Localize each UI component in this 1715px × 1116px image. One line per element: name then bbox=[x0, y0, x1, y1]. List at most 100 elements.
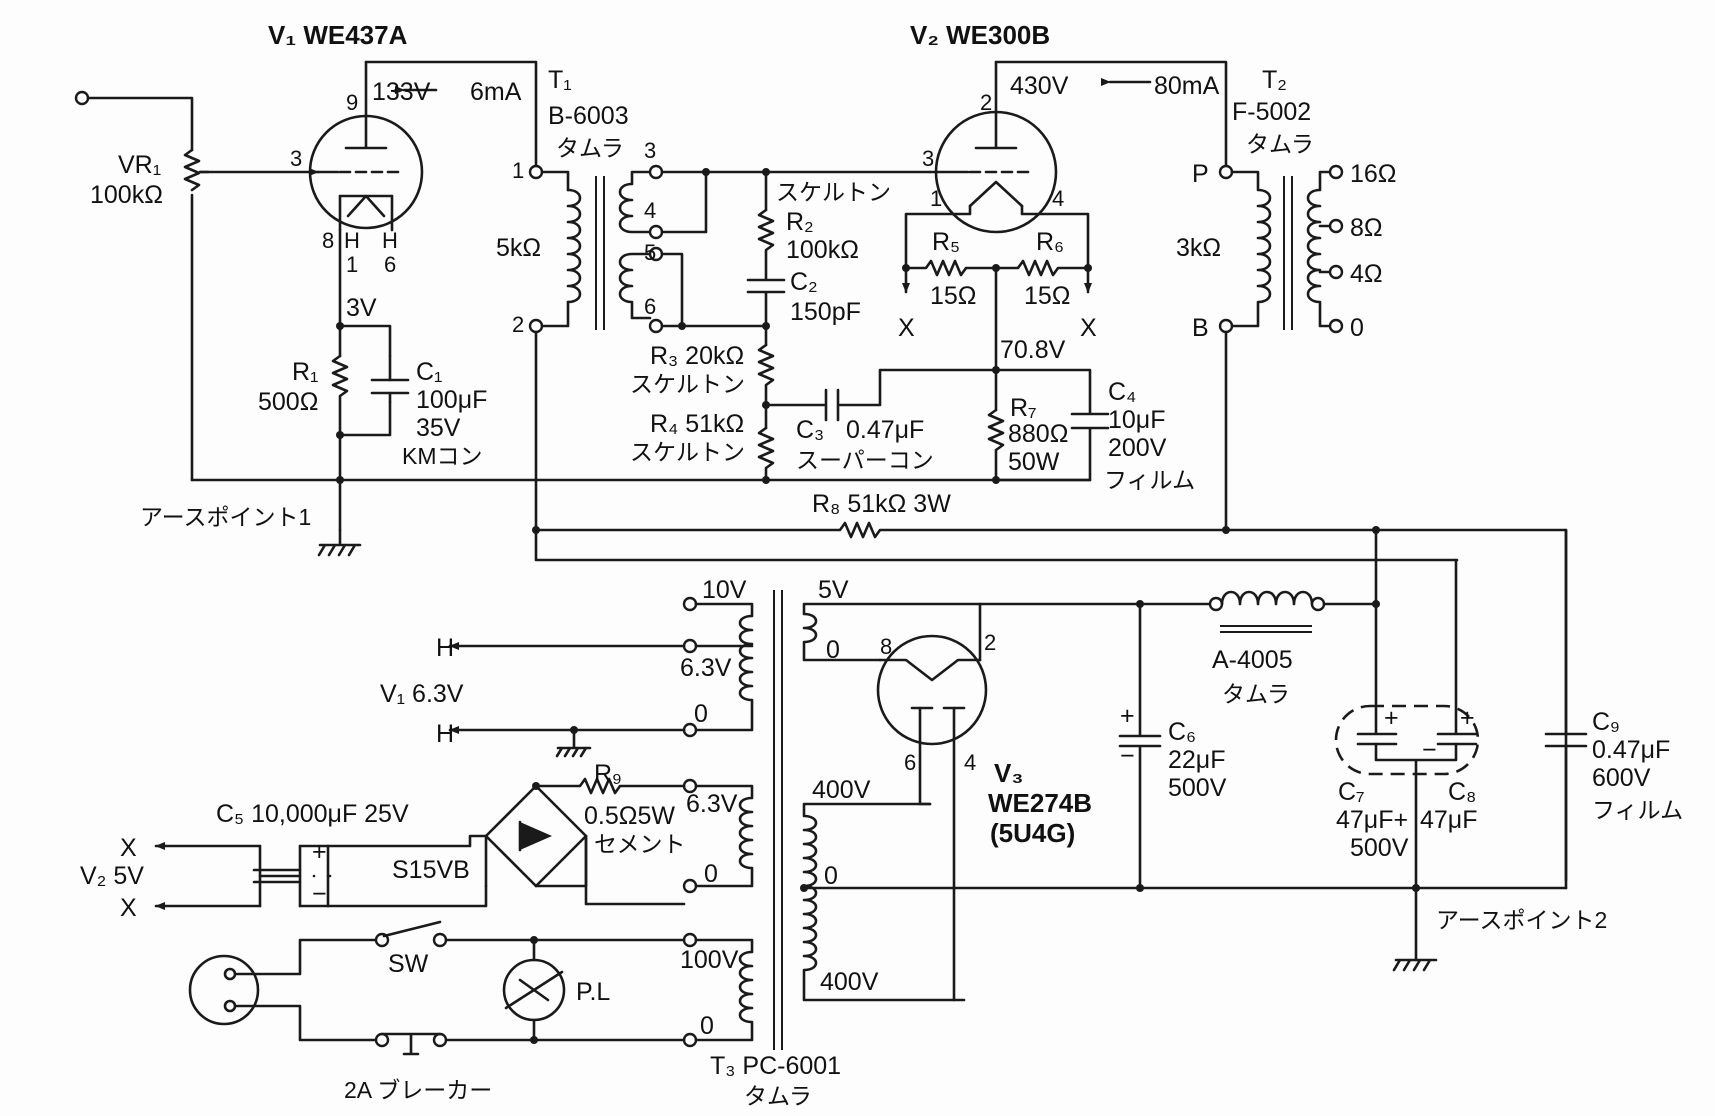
t3-transformer: 10V 6.3V 0 5V 0 6.3V 0 400V 0 400V 100V … bbox=[680, 576, 1568, 1109]
t1-pin5: 5 bbox=[644, 240, 656, 265]
t3-tap-0b: 0 bbox=[826, 636, 840, 664]
c3-type: スーパーコン bbox=[796, 447, 934, 473]
r4-resistor[interactable] bbox=[757, 426, 775, 470]
t1-pin3: 3 bbox=[644, 138, 656, 163]
r2-type: スケルトン bbox=[776, 179, 891, 205]
c5-plus: + bbox=[312, 838, 327, 866]
t2-tap-0[interactable]: 0 bbox=[1350, 314, 1364, 342]
v1-pin8: 8 bbox=[322, 228, 334, 253]
c3-capacitor[interactable] bbox=[764, 368, 998, 422]
c4-capacitor[interactable] bbox=[994, 368, 1110, 482]
c1-capacitor[interactable] bbox=[370, 378, 410, 395]
r5-name: R₅ bbox=[932, 228, 960, 256]
r1-name: R₁ bbox=[292, 358, 319, 386]
t1-maker: タムラ bbox=[556, 135, 624, 161]
t3-maker: タムラ bbox=[744, 1083, 812, 1109]
t2-tap-4[interactable]: 4Ω bbox=[1350, 260, 1383, 288]
r7-name: R₇ bbox=[1010, 394, 1037, 422]
c5-minus: − bbox=[312, 880, 327, 908]
r2-value: 100kΩ bbox=[786, 236, 859, 264]
c5-label: C₅ 10,000μF 25V bbox=[216, 800, 409, 828]
r4-name: R₄ 51kΩ bbox=[650, 410, 744, 438]
t3-tap-6v3b: 6.3V bbox=[686, 790, 738, 818]
t1-model: B-6003 bbox=[548, 102, 629, 130]
x-right: X bbox=[1080, 314, 1097, 342]
c1-type: KMコン bbox=[402, 443, 483, 469]
r7-resistor[interactable] bbox=[987, 408, 1005, 452]
t3-tap-100v: 100V bbox=[680, 946, 739, 974]
r2-name: R₂ bbox=[786, 208, 814, 236]
v2-plate-current: 80mA bbox=[1154, 72, 1220, 100]
t3-tap-10v: 10V bbox=[702, 576, 747, 604]
v1-n6: 6 bbox=[384, 252, 396, 277]
c7-value: 47μF+ bbox=[1336, 806, 1408, 834]
v2-heater-label: V₂ 5V bbox=[80, 862, 144, 890]
c7-plus: + bbox=[1384, 704, 1399, 732]
v2-pin4: 4 bbox=[1052, 186, 1064, 211]
r3-type: スケルトン bbox=[630, 371, 745, 397]
r7-watt: 50W bbox=[1008, 448, 1060, 476]
v1-tube bbox=[308, 60, 424, 332]
x-left: X bbox=[898, 314, 915, 342]
t2-tap-8[interactable]: 8Ω bbox=[1350, 214, 1383, 242]
c6-capacitor[interactable] bbox=[1118, 602, 1162, 890]
v3-tube bbox=[876, 602, 988, 1002]
r1-resistor[interactable] bbox=[331, 354, 349, 398]
t1-transformer: T₁ B-6003 タムラ 5kΩ 1 2 3 4 5 6 bbox=[496, 66, 664, 337]
c3-name: C₃ bbox=[796, 416, 824, 444]
r2-resistor[interactable] bbox=[757, 208, 775, 252]
v1-pin9: 9 bbox=[346, 90, 358, 115]
v2-pin3: 3 bbox=[922, 146, 934, 171]
breaker[interactable] bbox=[380, 1032, 442, 1056]
earth-2-label: アースポイント2 bbox=[1436, 907, 1607, 933]
r8-resistor[interactable] bbox=[534, 521, 1568, 882]
c2-capacitor[interactable] bbox=[746, 249, 786, 328]
c7-voltage: 500V bbox=[1350, 834, 1409, 862]
c6-minus: − bbox=[1120, 742, 1135, 770]
pl-label: P.L bbox=[576, 978, 610, 1006]
r3-resistor[interactable] bbox=[757, 343, 775, 387]
input-terminal[interactable] bbox=[74, 90, 90, 106]
v1-n1: 1 bbox=[346, 252, 358, 277]
c2-name: C₂ bbox=[790, 268, 818, 296]
bridge-label: S15VB bbox=[392, 856, 470, 884]
a4005-choke[interactable] bbox=[1220, 590, 1314, 606]
r8-label: R₈ 51kΩ 3W bbox=[812, 490, 951, 518]
c6-value: 22μF bbox=[1168, 746, 1225, 774]
t3-tap-0d: 0 bbox=[824, 862, 838, 890]
t1-pin2: 2 bbox=[512, 312, 524, 337]
r9-name: R₉ bbox=[594, 760, 622, 788]
r9-resistor[interactable] bbox=[534, 777, 686, 795]
t3-tap-0c: 0 bbox=[704, 860, 718, 888]
t1-name: T₁ bbox=[548, 66, 572, 94]
t2-model: F-5002 bbox=[1232, 98, 1311, 126]
r6-value: 15Ω bbox=[1024, 282, 1071, 310]
c9-voltage: 600V bbox=[1592, 764, 1651, 792]
vr1-resistor[interactable] bbox=[183, 148, 201, 192]
v1-cathode-voltage: 3V bbox=[346, 294, 377, 322]
c2-value: 150pF bbox=[790, 298, 861, 326]
v3-title: V₃ bbox=[994, 758, 1023, 788]
t3-name: T₃ PC-6001 bbox=[710, 1052, 841, 1080]
t2-tap-16[interactable]: 16Ω bbox=[1350, 160, 1397, 188]
c9-type: フィルム bbox=[1592, 797, 1683, 823]
x-bottom: X bbox=[120, 894, 137, 922]
r6-name: R₆ bbox=[1036, 228, 1064, 256]
c1-value: 100μF bbox=[416, 386, 487, 414]
c4-type: フィルム bbox=[1104, 467, 1195, 493]
c8-plus: + bbox=[1460, 704, 1475, 732]
heater-h-top: H bbox=[436, 634, 454, 662]
power-switch[interactable] bbox=[382, 920, 442, 938]
vr1-value: 100kΩ bbox=[90, 181, 163, 209]
t3-tap-400a: 400V bbox=[812, 776, 871, 804]
c78-minus: − bbox=[1422, 736, 1437, 764]
t2-impedance: 3kΩ bbox=[1176, 234, 1221, 262]
heater-h-bottom: H bbox=[436, 720, 454, 748]
v1-h2: H bbox=[382, 228, 398, 253]
c9-capacitor[interactable] bbox=[1544, 528, 1588, 890]
t3-tap-5v: 5V bbox=[818, 576, 849, 604]
ac-inlet[interactable] bbox=[188, 954, 260, 1026]
t2-transformer: T₂ F-5002 タムラ 3kΩ P B 16Ω 8Ω 4Ω 0 bbox=[1176, 66, 1397, 342]
